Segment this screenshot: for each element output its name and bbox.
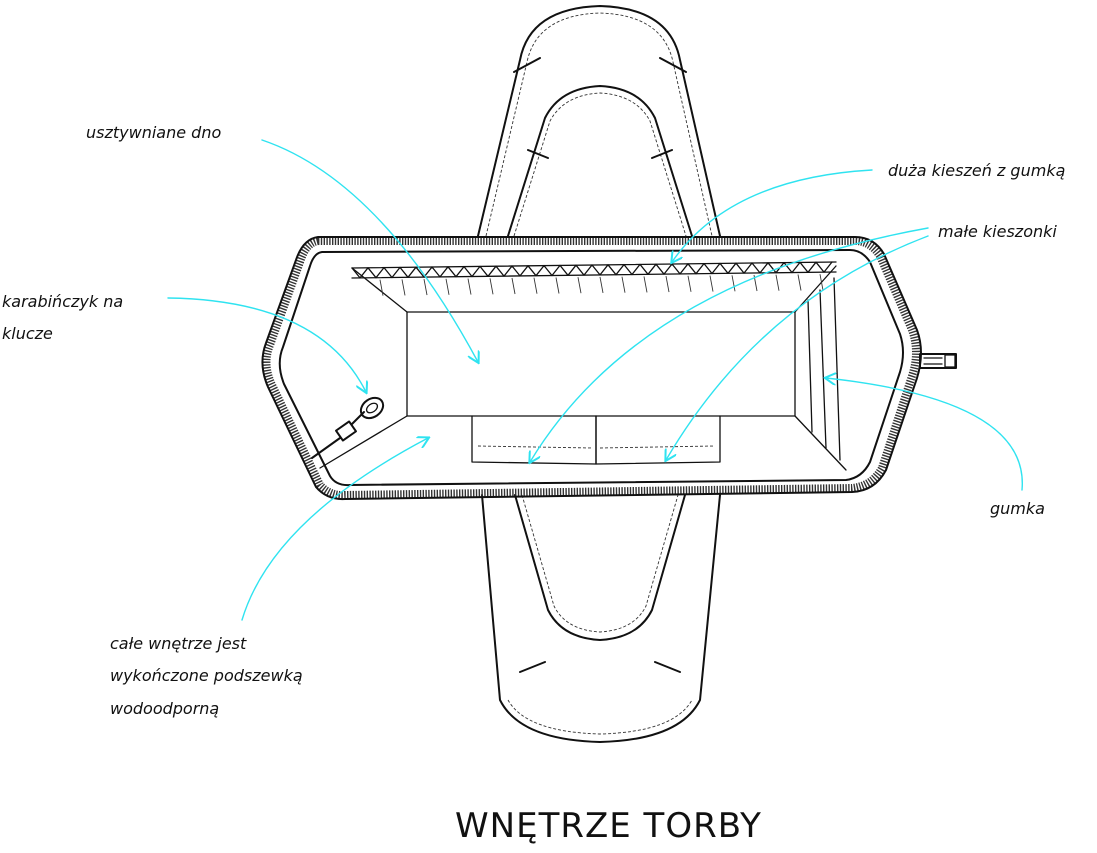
page-title: WNĘTRZE TORBY xyxy=(455,806,762,846)
key-carabiner xyxy=(311,396,385,459)
arrow-lining xyxy=(241,438,428,621)
annotation-arrows xyxy=(167,139,1023,621)
arrow-small-pocket-1 xyxy=(530,227,929,462)
label-carabiner-line1: karabińczyk na xyxy=(2,292,124,311)
label-bottom: usztywniane dno xyxy=(86,123,222,142)
label-lining-line3: wodoodporną xyxy=(110,699,220,718)
label-small-pockets: małe kieszonki xyxy=(938,222,1057,241)
top-handle xyxy=(477,5,721,237)
bag-body xyxy=(261,236,957,501)
label-big-pocket: duża kieszeń z gumką xyxy=(888,161,1066,180)
arrow-small-pocket-2 xyxy=(666,235,929,460)
small-pockets xyxy=(471,415,721,465)
zipper-pull xyxy=(919,353,957,369)
label-elastic: gumka xyxy=(990,499,1045,518)
label-carabiner-line2: klucze xyxy=(2,324,53,343)
arrow-carabiner xyxy=(167,297,366,392)
label-lining-line1: całe wnętrze jest xyxy=(110,634,247,653)
label-lining-line2: wykończone podszewką xyxy=(110,666,303,685)
large-elastic-pocket xyxy=(351,261,837,296)
bottom-handle xyxy=(481,494,721,743)
arrow-bottom xyxy=(261,139,478,362)
arrow-elastic xyxy=(826,378,1023,491)
arrow-big-pocket xyxy=(672,169,873,262)
